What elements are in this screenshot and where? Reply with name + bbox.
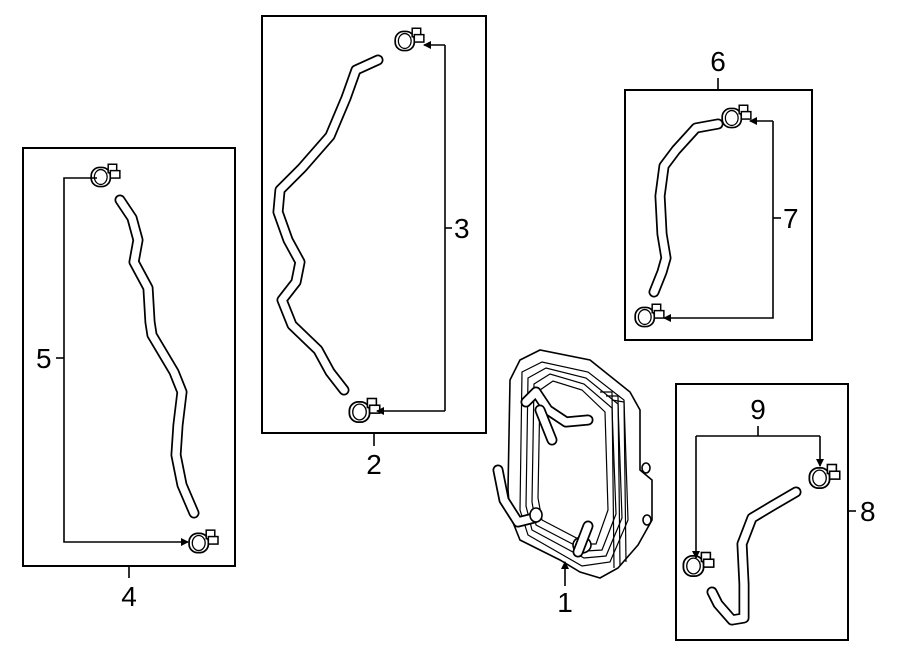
callout-4: 4 [121,581,137,612]
hose-clamp-lower [634,303,665,328]
hose-clamp-lower [682,551,715,578]
hose-clamp-upper [90,163,121,188]
bracket-7-lower [663,121,774,322]
hose-clamp-lower [188,529,219,554]
callout-8: 8 [860,496,876,527]
cooler-tube-upper [520,386,594,446]
hose-6 [648,118,724,298]
mount-hole [641,462,651,474]
oil-cooler [492,349,653,586]
hose-2 [272,54,384,396]
hose-clamp-upper [808,463,841,490]
hose-clamp-upper [394,27,425,52]
cooler-port [572,520,594,558]
assembly-box-8 [675,383,856,641]
hose-clamp-lower [348,397,381,424]
callout-6: 6 [710,46,726,77]
assembly-box-4 [22,147,236,578]
hose-4 [114,194,200,519]
box-frame [675,383,849,641]
box-frame [261,15,487,434]
hose-8 [706,486,802,626]
assembly-box-2 [261,15,487,446]
callout-7: 7 [783,203,799,234]
callout-2: 2 [366,449,382,480]
callout-3: 3 [454,213,470,244]
callout-9: 9 [750,394,766,425]
mount-hole [642,514,652,526]
cooler-tube-lower [492,464,543,528]
bracket-5 [63,177,189,546]
hose-clamp-upper [721,104,752,129]
callout-1: 1 [557,587,573,618]
assembly-box-6 [624,78,813,341]
callout-5: 5 [36,343,52,374]
